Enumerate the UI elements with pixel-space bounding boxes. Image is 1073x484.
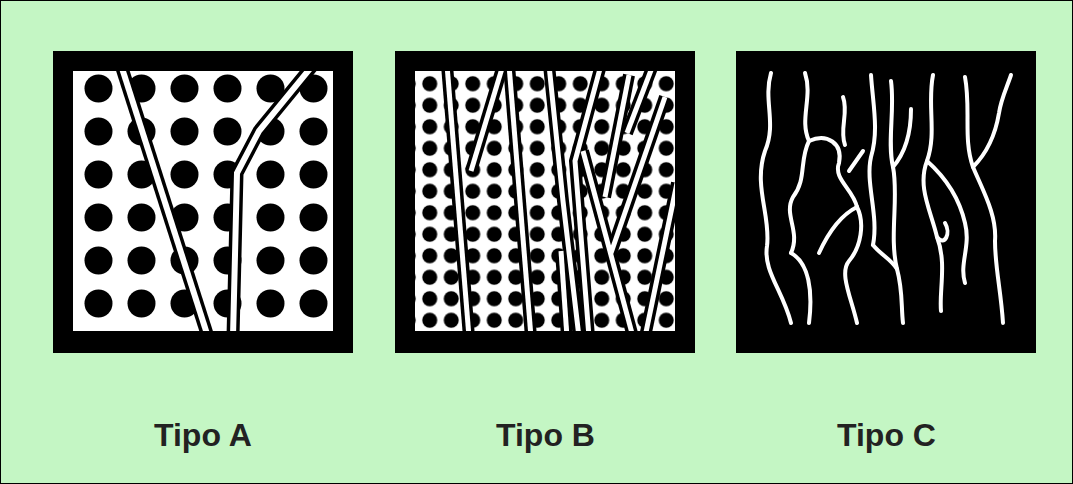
panel-c (736, 51, 1036, 353)
panel-caption: Tipo C (837, 417, 936, 454)
panel-b (395, 51, 695, 353)
panel-caption: Tipo B (496, 417, 595, 454)
panel-a (53, 51, 353, 353)
panel-caption: Tipo A (154, 417, 252, 454)
